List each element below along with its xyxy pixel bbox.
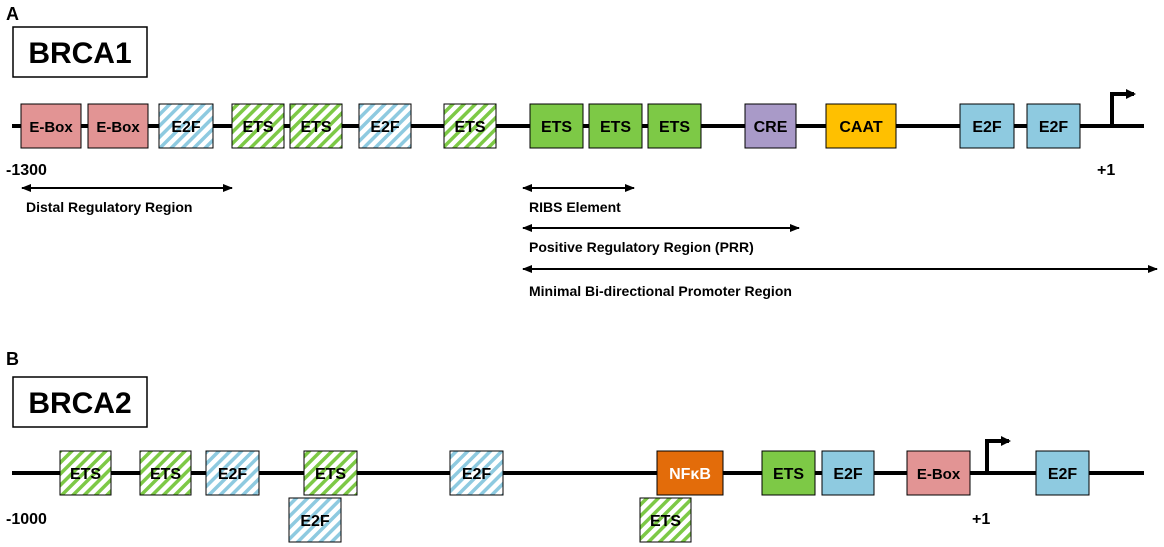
b-box-ets-8 <box>761 450 816 496</box>
region-label-ribs: RIBS Element <box>529 199 621 215</box>
a-label-11: CAAT <box>839 119 882 136</box>
a-label-13: E2F <box>1039 119 1069 136</box>
b-box-e2f-9 <box>821 450 875 496</box>
a-box-ets-9 <box>647 103 702 149</box>
b-label-7: ETS <box>650 513 681 530</box>
a-label-0: E-Box <box>29 119 73 136</box>
b-box-e2f-2 <box>205 450 260 496</box>
b-label-5: E2F <box>462 466 492 483</box>
panel-a-letter: A <box>6 4 19 24</box>
a-label-4: ETS <box>300 119 331 136</box>
a-label-6: ETS <box>454 119 485 136</box>
a-label-1: E-Box <box>96 119 140 136</box>
start-label-b: -1000 <box>6 511 47 528</box>
a-box-ets-7 <box>529 103 584 149</box>
panel-b-letter: B <box>6 349 19 369</box>
gene-box-a <box>12 26 148 78</box>
b-label-4: E2F <box>300 513 330 530</box>
b-box-ets-1 <box>139 450 192 496</box>
a-label-3: ETS <box>242 119 273 136</box>
b-label-11: E2F <box>1048 466 1078 483</box>
a-box-caat-11 <box>825 103 897 149</box>
region-label-minimal: Minimal Bi-directional Promoter Region <box>529 283 792 299</box>
tss-arrow-a <box>1110 89 1136 126</box>
a-box-ets-3 <box>231 103 285 149</box>
a-label-10: CRE <box>754 119 788 136</box>
elements-a: E-Box E-Box E2F ETS ETS E2F ETS ETS ETS ETS CRE CAA… <box>20 103 1081 149</box>
b-box-e2f-4 <box>288 497 342 543</box>
region-label-distal: Distal Regulatory Region <box>26 199 192 215</box>
a-label-5: E2F <box>370 119 400 136</box>
b-label-8: ETS <box>773 466 804 483</box>
a-box-ebox-0 <box>20 103 82 149</box>
b-box-e2f-11 <box>1035 450 1090 496</box>
a-label-12: E2F <box>972 119 1002 136</box>
a-box-e2f-5 <box>358 103 412 149</box>
gene-name-b: BRCA2 <box>28 387 131 420</box>
a-label-2: E2F <box>171 119 201 136</box>
b-box-ets-7 <box>639 497 692 543</box>
b-box-ets-0 <box>59 450 112 496</box>
b-label-2: E2F <box>218 466 248 483</box>
a-box-e2f-13 <box>1026 103 1081 149</box>
a-box-ets-8 <box>588 103 643 149</box>
b-box-nfb-6 <box>656 450 724 496</box>
b-label-1: ETS <box>150 466 181 483</box>
a-label-7: ETS <box>541 119 572 136</box>
a-box-e2f-12 <box>959 103 1015 149</box>
b-label-10: E-Box <box>917 466 961 483</box>
region-label-prr: Positive Regulatory Region (PRR) <box>529 239 754 255</box>
b-label-3: ETS <box>315 466 346 483</box>
b-box-ebox-10 <box>906 450 971 496</box>
a-box-ets-4 <box>289 103 343 149</box>
start-label-a: -1300 <box>6 162 47 179</box>
tss-arrow-b <box>985 436 1011 473</box>
b-box-ets-3 <box>303 450 358 496</box>
gene-box-b <box>12 376 148 428</box>
b-label-6: NFκB <box>669 466 711 483</box>
end-label-a: +1 <box>1097 162 1115 179</box>
gene-name-a: BRCA1 <box>28 37 131 70</box>
end-label-b: +1 <box>972 511 990 528</box>
a-label-9: ETS <box>659 119 690 136</box>
a-box-ebox-1 <box>87 103 149 149</box>
b-label-0: ETS <box>70 466 101 483</box>
a-box-e2f-2 <box>158 103 214 149</box>
b-label-9: E2F <box>833 466 863 483</box>
b-box-e2f-5 <box>449 450 504 496</box>
a-label-8: ETS <box>600 119 631 136</box>
a-box-ets-6 <box>443 103 497 149</box>
a-box-cre-10 <box>744 103 797 149</box>
